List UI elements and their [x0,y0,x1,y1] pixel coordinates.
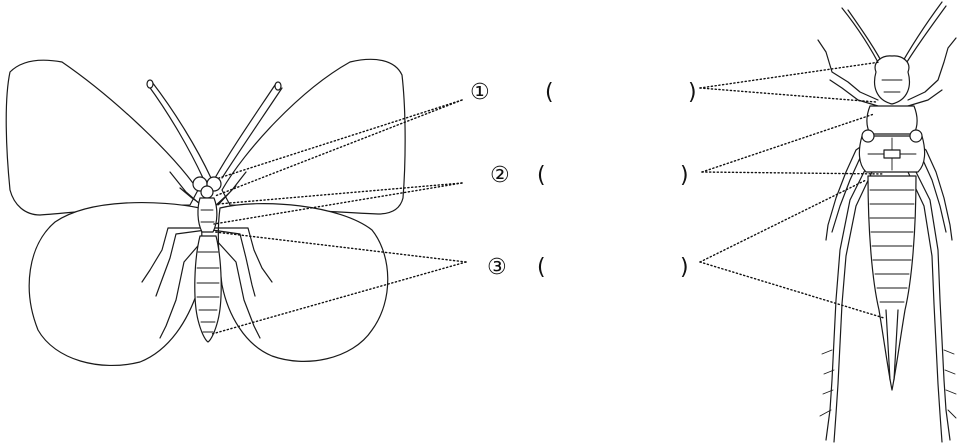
grasshopper-leader-head-upper [700,62,880,88]
label-2-open-paren: ( [537,163,546,188]
label-3: ③ ( ) [487,255,689,280]
label-2: ② ( ) [490,163,689,188]
grasshopper-prothorax [867,106,917,134]
grasshopper-leader-thorax-upper [702,114,874,172]
butterfly-right-hindwing [218,204,388,362]
label-1: ① ( ) [470,80,697,105]
label-3-open-paren: ( [537,255,546,280]
butterfly-icon [6,59,405,365]
butterfly-left-forewing [6,60,198,215]
label-3-close-paren: ) [680,255,689,280]
label-1-close-paren: ) [688,80,697,105]
label-1-open-paren: ( [545,80,554,105]
grasshopper-leader-abdomen-lower [700,262,884,318]
grasshopper-leader-abdomen-upper [700,180,866,262]
label-2-number: ② [490,163,510,188]
label-1-number: ① [470,80,490,105]
grasshopper-leader-head-lower [700,88,876,102]
label-3-number: ③ [487,255,507,280]
label-2-close-paren: ) [680,163,689,188]
grasshopper-leader-thorax-lower [702,172,884,174]
butterfly-thorax [198,198,217,232]
grasshopper-abdomen [868,176,916,390]
butterfly-left-hindwing [29,203,202,366]
